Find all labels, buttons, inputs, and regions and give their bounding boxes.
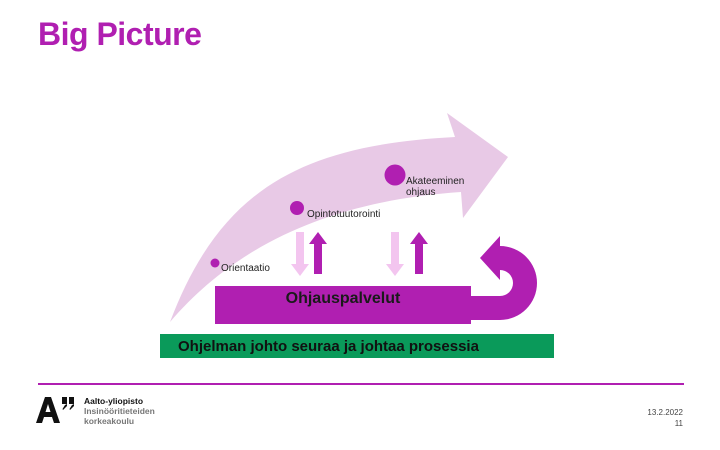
node-label-akateeminen-line2: ohjaus [406, 187, 436, 198]
org-line-1: Aalto-yliopisto [84, 396, 144, 406]
up-arrow-2 [410, 232, 428, 274]
node-label-orientaatio: Orientaatio [221, 263, 270, 274]
node-dot-akateeminen [384, 164, 406, 186]
down-arrow-1 [291, 232, 309, 276]
ohjauspalvelut-bar [215, 286, 471, 324]
node-label-akateeminen: Akateeminen ohjaus [406, 176, 464, 198]
up-arrow-1 [309, 232, 327, 274]
progress-curved-arrow [170, 113, 508, 322]
node-label-akateeminen-line1: Akateeminen [406, 176, 465, 187]
slide-date: 13.2.2022 [647, 408, 683, 417]
feedback-loop-arrow [471, 236, 537, 320]
down-arrow-2 [386, 232, 404, 276]
node-dot-opintotuutorointi [290, 201, 304, 215]
footer-divider [38, 383, 684, 385]
node-dot-orientaatio [210, 258, 220, 268]
ohjauspalvelut-label: Ohjauspalvelut [285, 290, 401, 307]
org-line-3: korkeakoulu [84, 416, 135, 426]
green-bar-label: Ohjelman johto seuraa ja johtaa prosessi… [178, 337, 479, 355]
organization-name: Aalto-yliopisto Insinööritieteiden korke… [84, 396, 155, 426]
org-line-2: Insinööritieteiden [84, 406, 155, 416]
green-process-bar: Ohjelman johto seuraa ja johtaa prosessi… [160, 334, 554, 358]
page-number: 11 [674, 419, 683, 428]
slide-title: Big Picture [38, 16, 202, 52]
node-label-opintotuutorointi: Opintotuutorointi [307, 209, 381, 220]
aalto-logo [36, 397, 74, 423]
